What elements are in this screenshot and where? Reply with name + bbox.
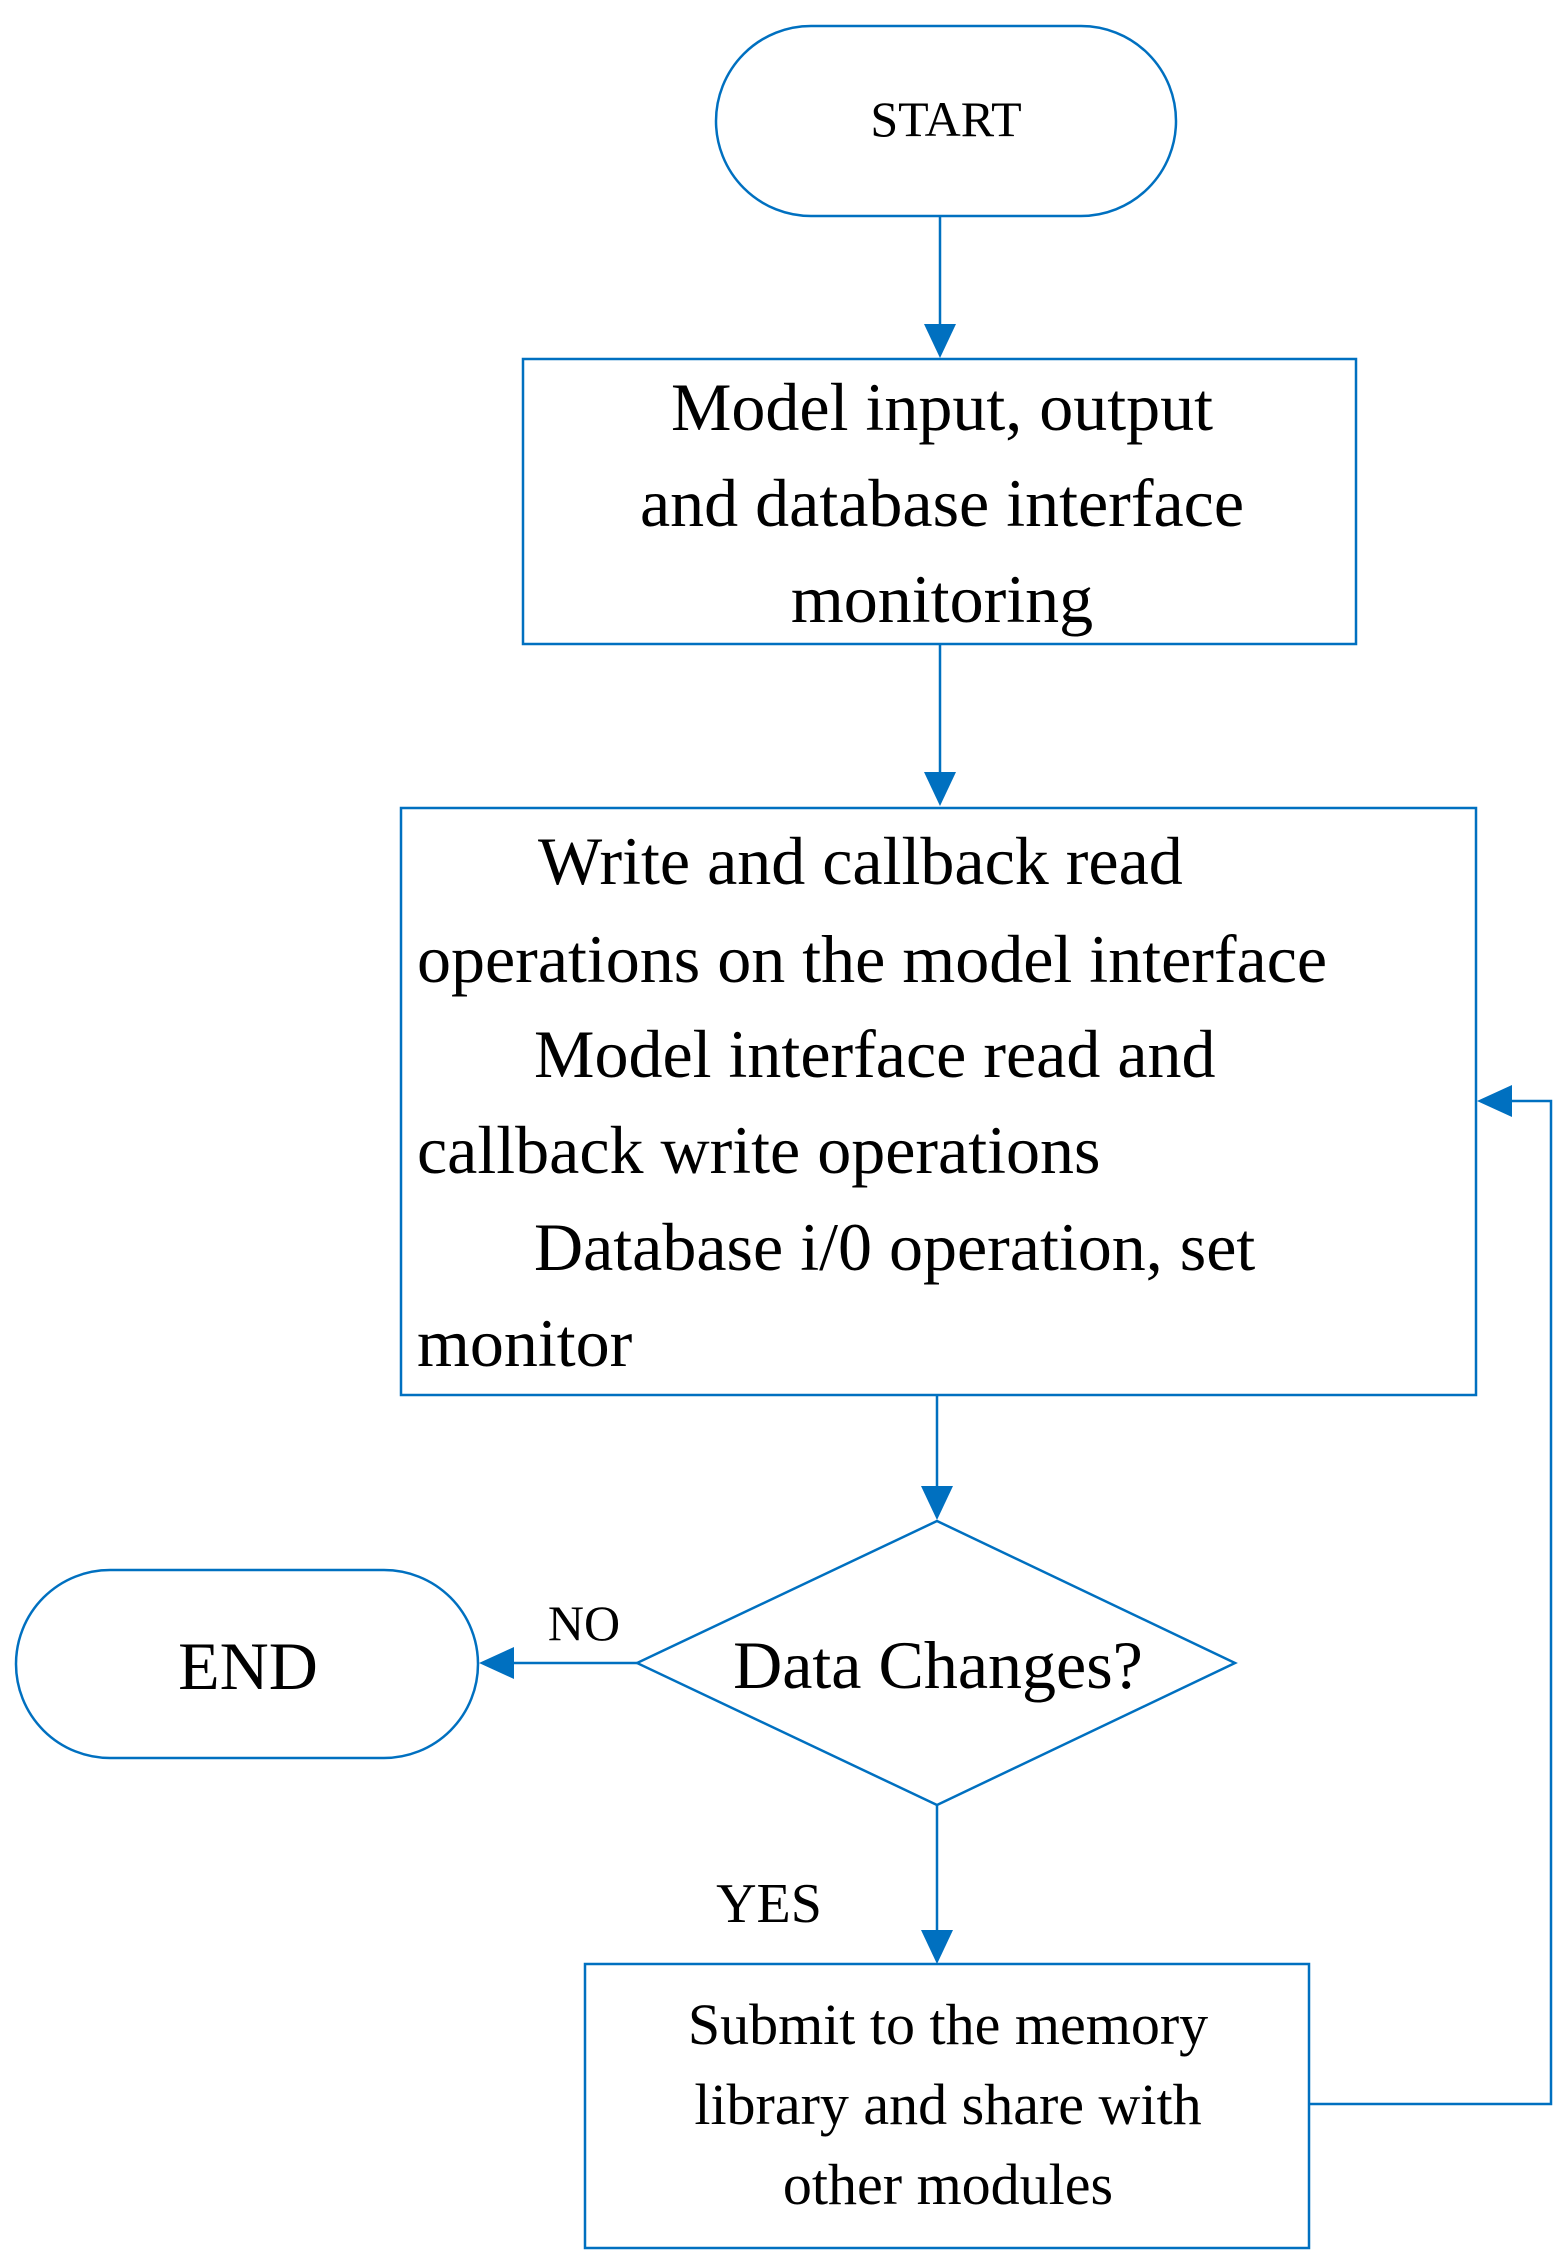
end-node: END: [14, 1568, 480, 1760]
step2-line-2: operations on the model interface: [417, 921, 1327, 997]
step1-box: [521, 357, 1358, 646]
edge-step3-to-step2-loop: [1309, 1085, 1553, 2106]
decision-node: Data Changes?: [634, 1519, 1238, 1807]
step2-box: [399, 806, 1478, 1397]
step2-line-1: Write and callback read: [538, 823, 1183, 899]
edge-step1-to-step2: [924, 644, 956, 806]
step1-line-1: Model input, output: [671, 369, 1213, 445]
arrowhead: [921, 1930, 953, 1964]
start-label: START: [870, 91, 1021, 147]
yes-label: YES: [716, 1873, 822, 1935]
step3-node: Submit to the memory library and share w…: [583, 1962, 1311, 2250]
end-terminator-shape: [14, 1568, 480, 1760]
step2-line-6: monitor: [417, 1305, 633, 1381]
edge-step2-to-decision: [921, 1395, 953, 1520]
edge-decision-to-step3: YES: [716, 1805, 953, 1964]
step2-line-5: Database i/0 operation, set: [534, 1209, 1255, 1285]
step2-node: Write and callback read operations on th…: [399, 806, 1478, 1397]
edge-decision-to-end: NO: [479, 1595, 637, 1679]
step3-line-3: other modules: [783, 2152, 1113, 2217]
step3-line-1: Submit to the memory: [688, 1992, 1208, 2057]
arrowhead: [1477, 1085, 1512, 1117]
arrowhead: [479, 1647, 514, 1679]
step2-line-3: Model interface read and: [534, 1016, 1216, 1092]
start-node: START: [714, 24, 1178, 218]
step1-node: Model input, output and database interfa…: [521, 357, 1358, 646]
decision-label: Data Changes?: [733, 1627, 1143, 1703]
step1-line-2: and database interface: [640, 465, 1244, 541]
end-label: END: [178, 1628, 318, 1704]
no-label: NO: [548, 1595, 620, 1651]
step3-line-2: library and share with: [694, 2072, 1201, 2137]
start-terminator-shape: [714, 24, 1178, 218]
arrowhead: [921, 1486, 953, 1520]
arrowhead: [924, 772, 956, 806]
step1-line-3: monitoring: [791, 561, 1093, 637]
edge-start-to-step1: [924, 216, 956, 358]
arrowhead: [924, 324, 956, 358]
step3-box: [583, 1962, 1311, 2250]
edge-line: [1309, 1099, 1553, 2106]
step2-line-4: callback write operations: [417, 1112, 1101, 1188]
